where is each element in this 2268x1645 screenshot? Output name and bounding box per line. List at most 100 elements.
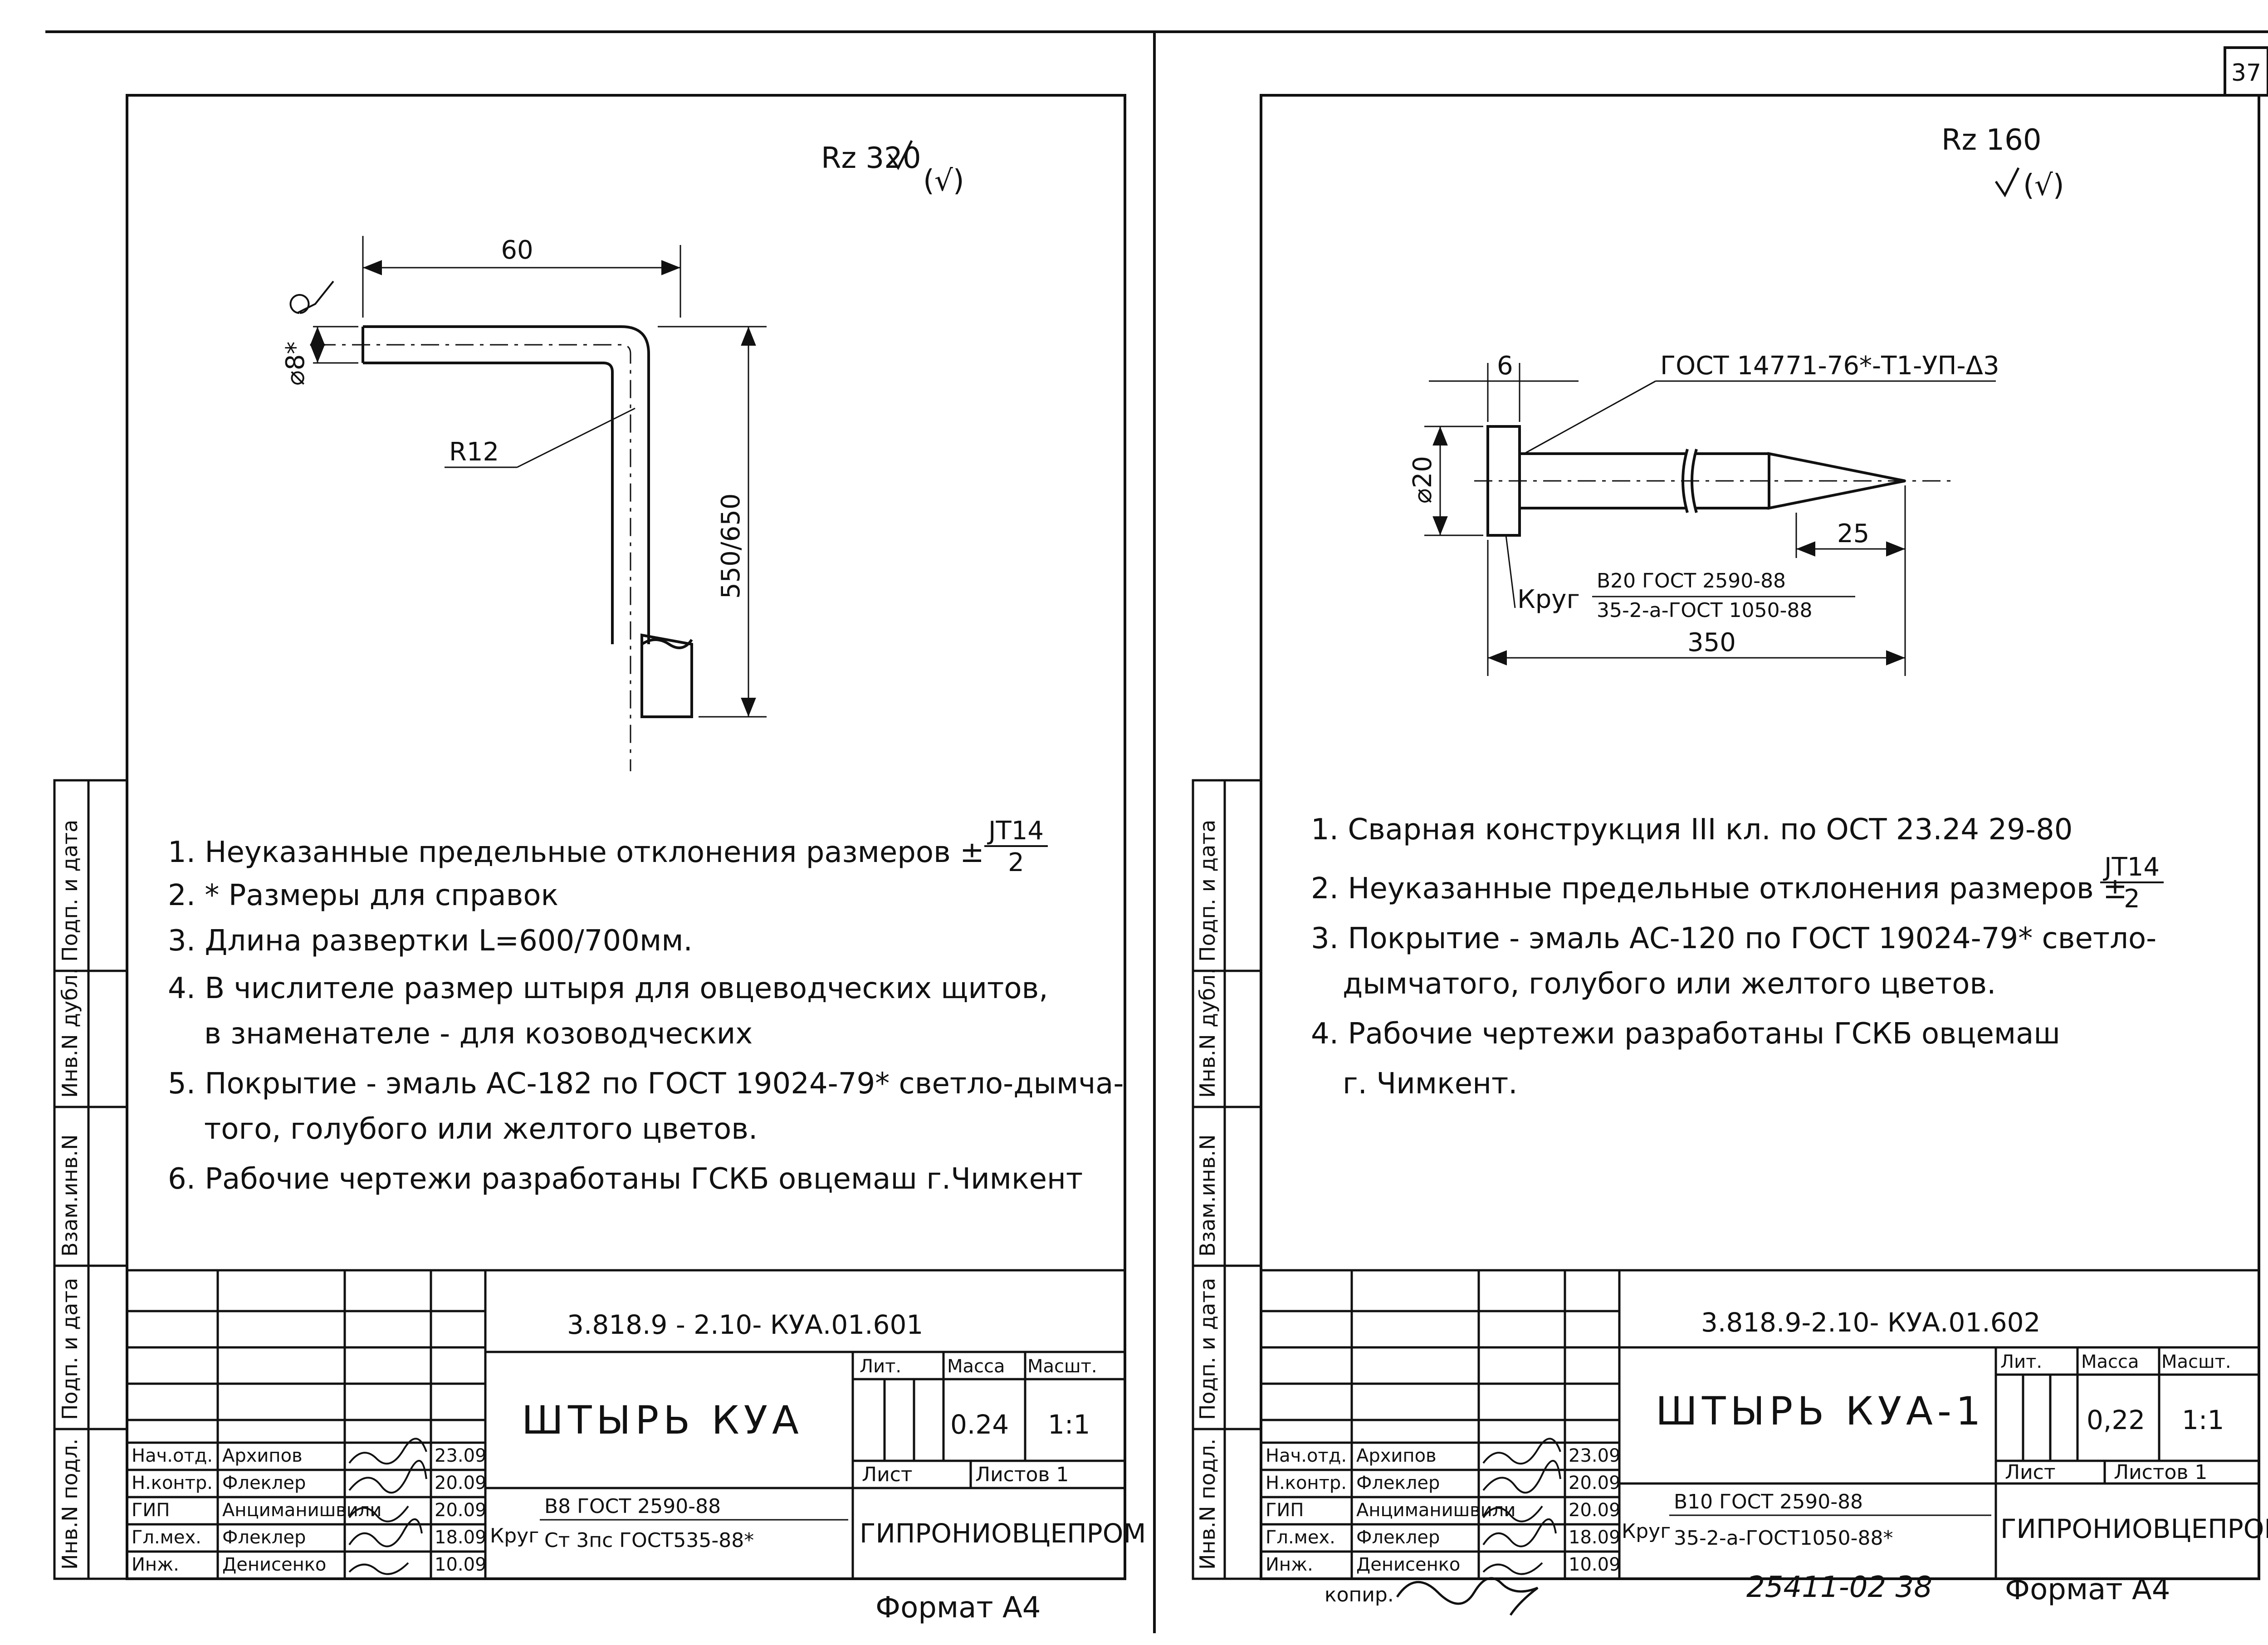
left-note-4: 4. В числителе размер штыря для овцеводч… [168,972,1048,1005]
left-format: Формат А4 [875,1591,1041,1625]
left-roughness-paren: (√) [923,164,964,198]
right-material-top: В10 ГОСТ 2590-88 [1674,1490,1863,1513]
right-name-5: Денисенко [1356,1554,1460,1575]
left-date-4: 18.09 [435,1527,487,1548]
right-dim-tip: 25 [1837,519,1869,548]
right-pin-shape [1486,425,1906,537]
right-dim-dia: ⌀20 [1408,456,1437,504]
left-tol-den: 2 [1008,848,1024,877]
left-date-1: 23.09 [435,1445,487,1466]
left-hdr-mass: Масса [947,1356,1005,1377]
left-rod-shape [362,325,693,718]
left-material-bottom: Ст 3пс ГОСТ535-88* [544,1529,754,1552]
copy-signature [1396,1577,1539,1616]
left-dim-dia: ⌀8* [281,342,310,386]
right-role-3: ГИП [1266,1500,1304,1521]
left-side-strip [53,779,128,1580]
left-tol-num: JT14 [987,816,1044,846]
left-name-2: Флеклер [222,1473,306,1493]
right-role-2: Н.контр. [1266,1473,1347,1493]
left-hdr-lit: Лит. [860,1356,901,1377]
right-date-3: 20.09 [1569,1500,1621,1521]
left-role-2: Н.контр. [132,1473,213,1493]
left-roughness-local-icon [289,280,334,314]
left-dim-length: 60 [501,235,533,265]
right-mat-top: В20 ГОСТ 2590-88 [1597,569,1786,592]
right-title: ШТЫРЬ КУА-1 [1656,1389,1985,1434]
right-date-1: 23.09 [1569,1445,1621,1466]
right-date-5: 10.09 [1569,1554,1621,1575]
right-side-label-4: Инв.N дубл. [1195,968,1220,1098]
right-note-4: 4. Рабочие чертежи разработаны ГСКБ овце… [1311,1017,2060,1051]
right-role-5: Инж. [1266,1554,1313,1575]
right-sheet: Лист [2005,1461,2056,1484]
left-people: Нач.отд. Архипов 23.09 Н.контр. Флеклер … [132,1445,487,1575]
left-note-4b: в знаменателе - для козоводческих [204,1017,753,1051]
right-material-label: Круг [1622,1520,1671,1543]
left-drawing: Rz 320 (√) 60 ⌀8* R12 550/650 [53,94,1146,1625]
right-sheets: Листов 1 [2114,1461,2207,1484]
right-role-4: Гл.мех. [1266,1527,1335,1548]
right-side-label-1: Инв.N подл. [1195,1439,1220,1570]
right-side-strip [1192,779,1262,1580]
left-note-3: 3. Длина развертки L=600/700мм. [168,924,693,958]
right-dim-head: 6 [1497,351,1513,381]
left-role-5: Инж. [132,1554,179,1575]
left-side-label-3: Взам.инв.N [58,1134,82,1257]
left-org: ГИПРОНИОВЦЕПРОМ [860,1518,1146,1549]
right-note-3b: дымчатого, голубого или желтого цветов. [1343,967,1996,1001]
right-mat-label: Круг [1517,585,1580,614]
right-dim-length: 350 [1687,628,1736,657]
left-date-5: 10.09 [435,1554,487,1575]
right-note-2: 2. Неуказанные предельные отклонения раз… [1311,872,2127,906]
right-hdr-mass: Масса [2081,1351,2139,1372]
left-note-5: 5. Покрытие - эмаль АС-182 по ГОСТ 19024… [168,1067,1124,1101]
left-rod-centerline [318,344,631,771]
left-material-top: В8 ГОСТ 2590-88 [544,1495,721,1518]
left-dim-radius: R12 [449,437,499,467]
left-role-3: ГИП [132,1500,170,1521]
right-roughness-paren: (√) [2023,169,2064,202]
left-radius-leader [517,407,635,468]
right-note-3: 3. Покрытие - эмаль АС-120 по ГОСТ 19024… [1311,922,2156,955]
right-format: Формат А4 [2005,1573,2170,1606]
left-roughness-check-icon [888,140,913,170]
right-weld-leader [1524,380,1656,455]
left-side-label-4: Инв.N дубл. [58,968,82,1098]
left-name-1: Архипов [222,1445,303,1466]
right-name-1: Архипов [1356,1445,1437,1466]
right-name-4: Флеклер [1356,1527,1440,1548]
right-roughness-check-icon [1994,167,2020,197]
right-mat-leader [1505,535,1516,608]
left-mass: 0.24 [950,1409,1009,1440]
right-tol-num: JT14 [2103,852,2160,882]
right-date-4: 18.09 [1569,1527,1621,1548]
left-sheet: Лист [862,1463,913,1486]
left-name-5: Денисенко [222,1554,326,1575]
right-hdr-lit: Лит. [2000,1351,2042,1372]
left-date-3: 20.09 [435,1500,487,1521]
left-material-label: Круг [490,1524,539,1547]
page-number: 37 [2231,59,2261,87]
left-note-2: 2. * Размеры для справок [168,879,558,912]
right-material-bottom: 35-2-а-ГОСТ1050-88* [1674,1527,1893,1550]
left-hdr-scale: Масшт. [1027,1356,1097,1377]
right-side-label-2: Подп. и дата [1195,1278,1220,1420]
left-sheets: Листов 1 [975,1463,1069,1486]
right-date-2: 20.09 [1569,1473,1621,1493]
right-weld-spec: ГОСТ 14771-76*-Т1-УП-Δ3 [1660,351,1999,381]
right-org: ГИПРОНИОВЦЕПРОМ [2000,1513,2268,1544]
right-note-1: 1. Сварная конструкция III кл. по ОСТ 23… [1311,813,2072,847]
left-roughness: Rz 320 [821,142,921,175]
right-doc-code: 3.818.9-2.10- КУА.01.602 [1701,1307,2040,1338]
left-name-4: Флеклер [222,1527,306,1548]
left-date-2: 20.09 [435,1473,487,1493]
copy-label: копир. [1325,1583,1394,1606]
right-mat-bottom: 35-2-а-ГОСТ 1050-88 [1597,599,1812,622]
right-name-2: Флеклер [1356,1473,1440,1493]
right-signatures [1482,1438,1561,1575]
left-note-5b: того, голубого или желтого цветов. [204,1112,758,1146]
right-tol-den: 2 [2124,884,2140,914]
left-note-6: 6. Рабочие чертежи разработаны ГСКБ овце… [168,1162,1083,1196]
